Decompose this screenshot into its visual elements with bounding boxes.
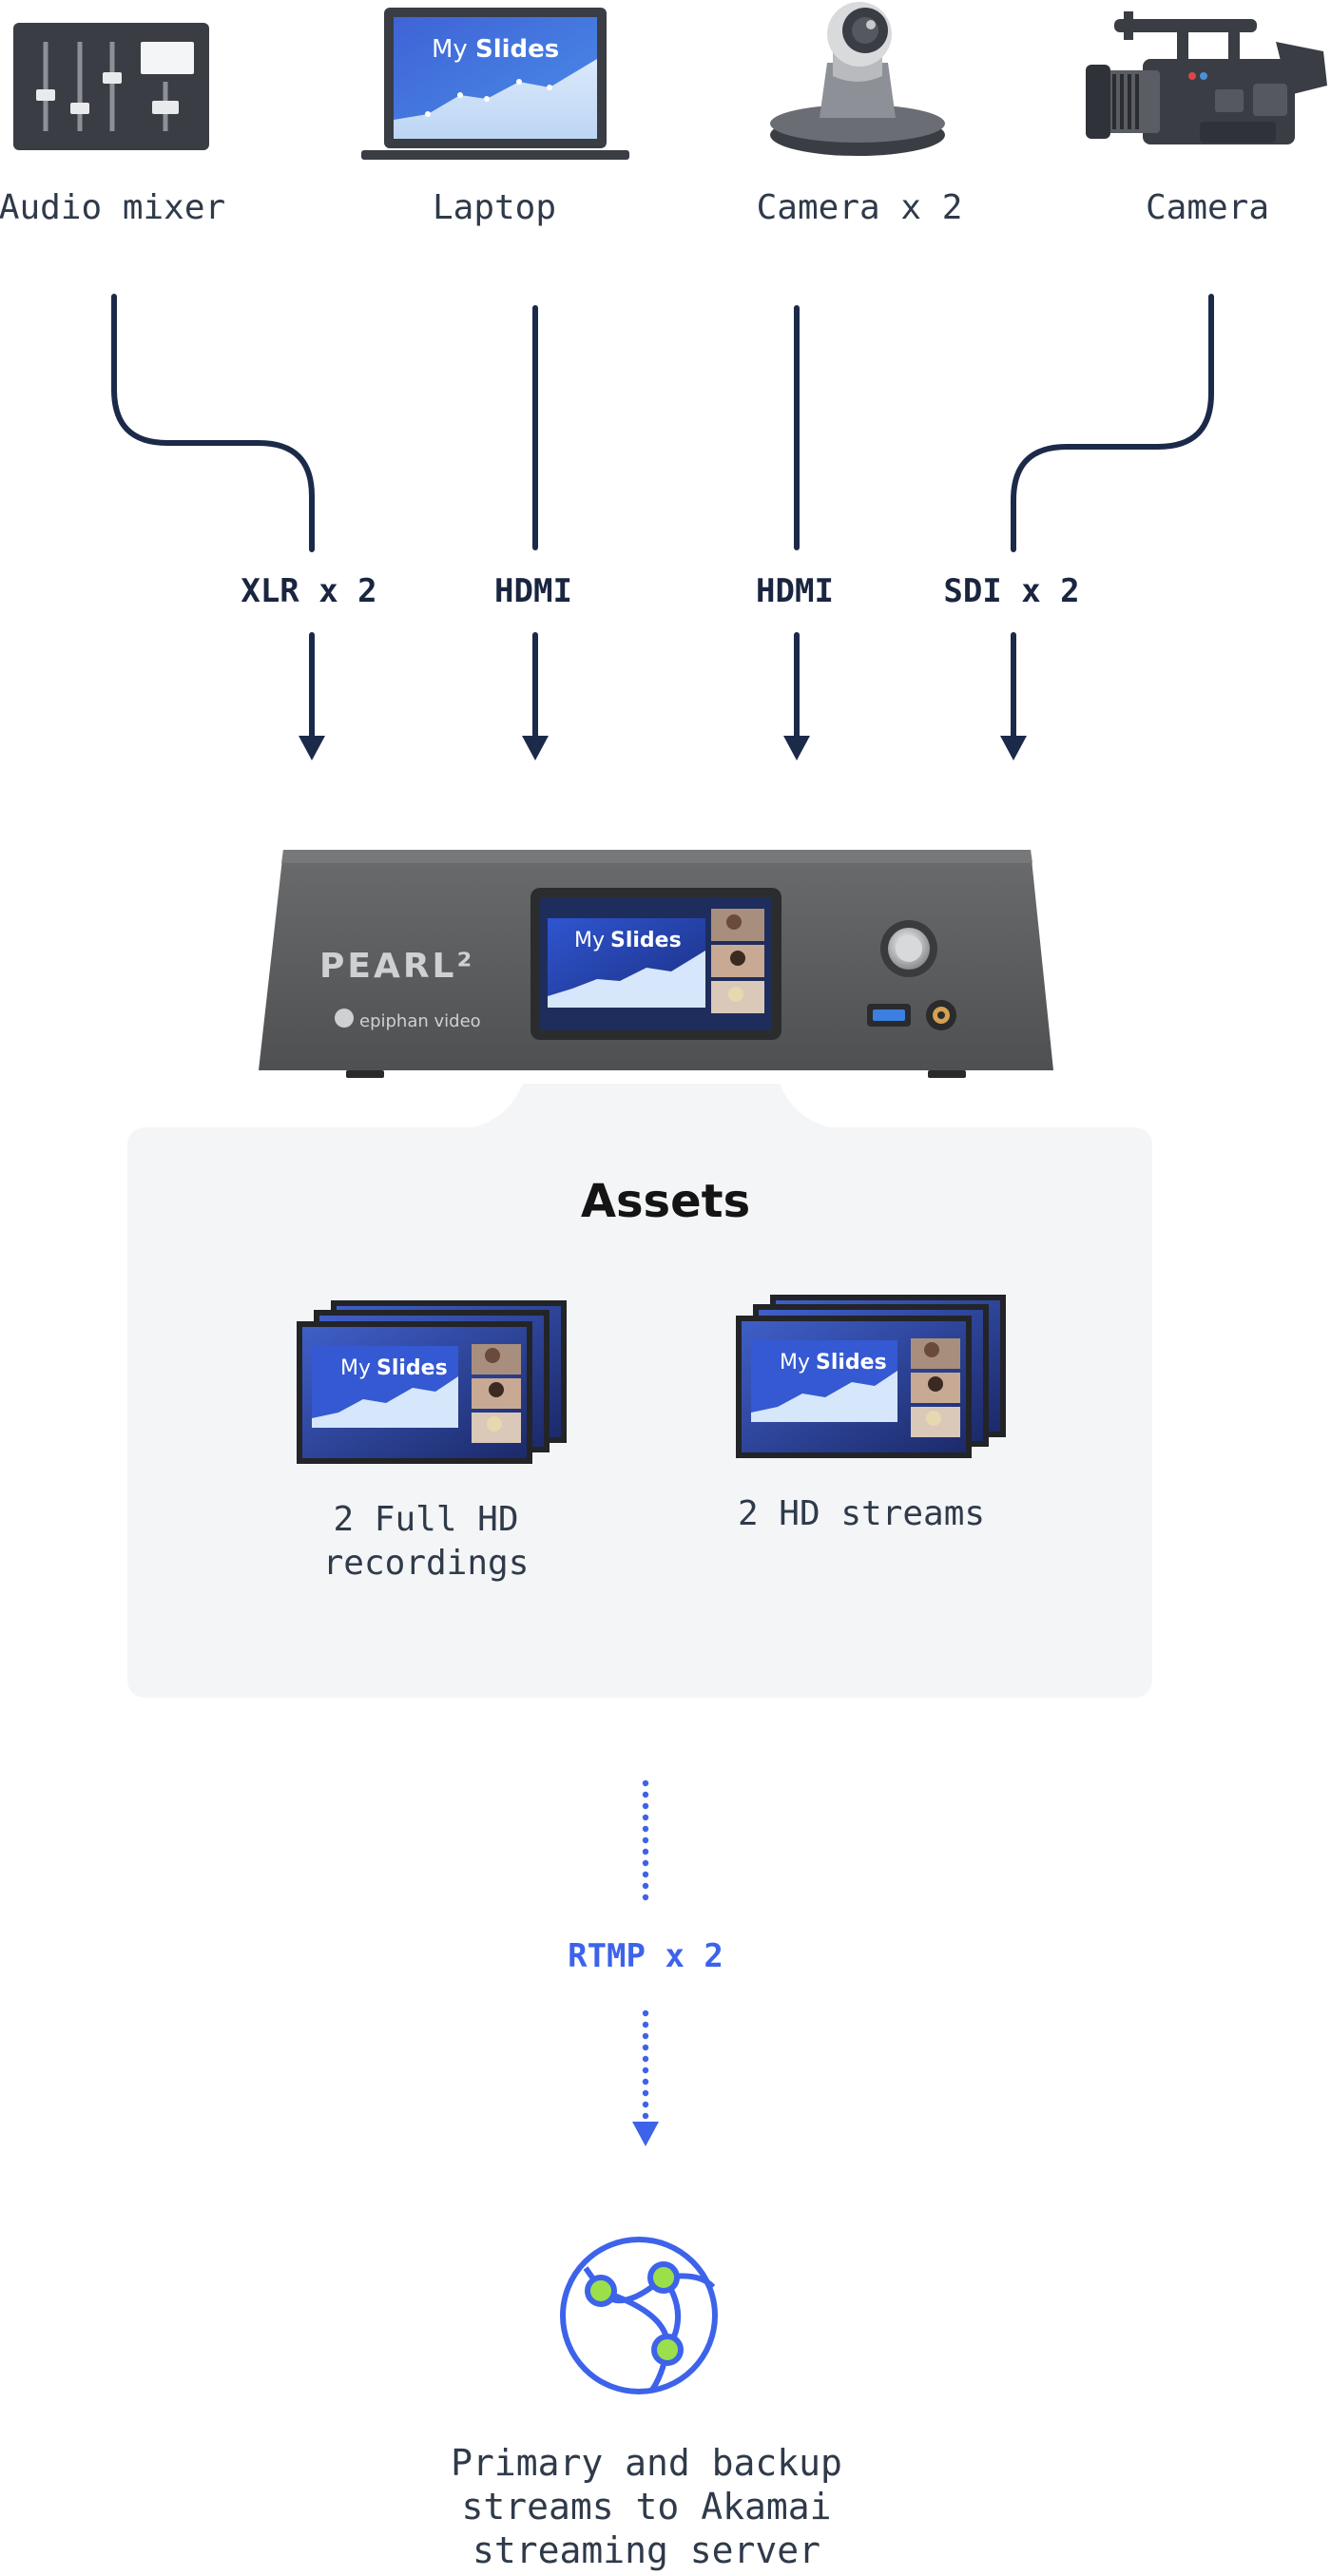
streams-stack-icon: My Slides (736, 1295, 1006, 1458)
laptop-icon: My Slides (361, 8, 629, 160)
device-screen-slides: Slides (610, 929, 682, 952)
connection-label-hdmi-camera: HDMI (756, 572, 834, 610)
panel-connector (447, 1084, 856, 1131)
line-audio-mixer (111, 294, 315, 552)
laptop-screen-slides: Slides (475, 35, 559, 64)
globe-network-icon (560, 2237, 718, 2394)
rtmp-label: RTMP x 2 (568, 1937, 723, 1975)
connection-label-hdmi-laptop: HDMI (494, 572, 572, 610)
connection-label-xlr: XLR x 2 (241, 572, 377, 610)
pearl-device: My Slides PEARL² epiphan video (259, 850, 1053, 1078)
device-screen-my: My (574, 929, 605, 952)
arrowhead-hdmi-2 (783, 736, 810, 760)
source-label-camcorder: Camera (1145, 188, 1270, 227)
ptz-camera-icon (770, 2, 945, 156)
rtmp-dotted-arrow (632, 1779, 659, 2146)
destination-label: Primary and backup streams to Akamai str… (451, 2442, 842, 2571)
device-maker: epiphan video (359, 1011, 481, 1031)
streams-screen-slides: Slides (816, 1351, 887, 1375)
arrowhead-sdi (1000, 736, 1027, 760)
source-label-ptz-camera: Camera x 2 (756, 188, 963, 227)
asset-label-recordings: 2 Full HD recordings (322, 1500, 530, 1583)
laptop-screen-my: My (432, 35, 468, 64)
audio-mixer-icon (13, 23, 209, 150)
asset-label-streams: 2 HD streams (737, 1494, 986, 1533)
connection-label-sdi: SDI x 2 (943, 572, 1080, 610)
line-camcorder (1011, 294, 1214, 552)
source-label-laptop: Laptop (432, 188, 557, 227)
recordings-screen-slides: Slides (376, 1356, 448, 1380)
arrowhead-hdmi-1 (522, 736, 549, 760)
source-label-audio-mixer: Audio mixer (0, 188, 226, 227)
recordings-stack-icon: My Slides (297, 1300, 567, 1464)
device-brand: PEARL² (319, 947, 474, 986)
streams-screen-my: My (780, 1351, 810, 1375)
camcorder-icon (1086, 11, 1327, 144)
assets-title: Assets (580, 1175, 751, 1228)
arrowhead-xlr (299, 736, 325, 760)
recordings-screen-my: My (340, 1356, 371, 1380)
